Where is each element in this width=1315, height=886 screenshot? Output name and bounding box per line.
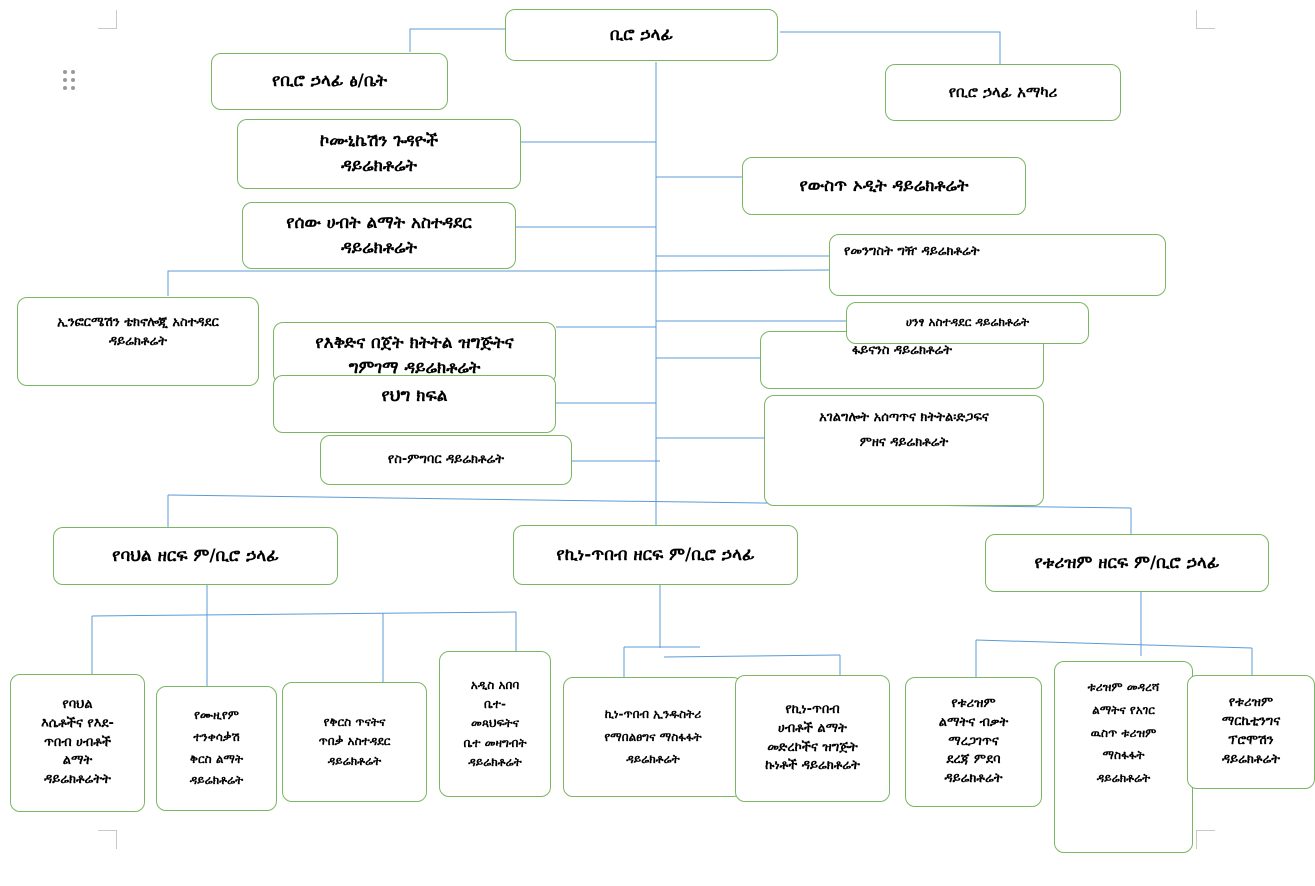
crop-mark-top-left [98,10,117,29]
inclusion-directorate-box[interactable]: የስ-ምግባር ዳይሬክቶሬት [320,435,572,485]
tourism-deputy-box[interactable]: የቱሪዝም ዘርፍ ም/ቢሮ ኃላፊ [985,534,1269,592]
box-text-line: የቢሮ ኃላፊ ፅ/ቤት [271,71,388,92]
box-text-line: ቢሮ ኃላፊ [609,24,674,45]
bureau-head-box[interactable]: ቢሮ ኃላፊ [505,9,778,61]
box-text-line: ዳይሬክቶሬት [109,333,167,349]
box-text-line: ዳይሬክቶሬት [327,753,382,768]
connector-ict [167,269,831,296]
advisor-box[interactable]: የቢሮ ኃላፊ አማካሪ [885,64,1121,121]
box-text-line: የኪነ-ጥበብ [785,701,840,717]
box-text-line: የቢሮ ኃላፊ አማካሪ [948,82,1058,101]
box-text-line: የእቅድና በጀት ክትትል ዝግጅትና [315,333,514,353]
connector-root-advisor [780,31,1001,65]
box-text-line: ሀንፃ አስተዳደር ዳይሬክቶሬት [905,315,1030,330]
culture-deputy-box[interactable]: የባህል ዘርፍ ም/ቢሮ ኃላፊ [53,527,338,585]
box-text-line: የቱሪዝም ዘርፍ ም/ቢሮ ኃላፊ [1034,552,1220,573]
connector-culture-bus [91,611,517,617]
service-quality-directorate-box[interactable]: አገልግሎት አሰጣጥና ክትትል፡ድጋፍና ምዘና ዳይሬክቶሬት [764,395,1044,506]
box-text-line: ዳይሬክቶሬትት [44,772,111,788]
box-text-line: ፕሮሞሽን [1228,733,1274,748]
box-text-line: ልማትና ብቃት [938,714,1009,730]
procurement-directorate-box[interactable]: የመንግስት ግዥ ዳይሬክቶሬት [829,234,1166,296]
crop-mark-bottom-left [98,830,117,849]
box-text-line: ጥበቃ አስተዳደር [318,734,391,749]
box-text-line: ዳይሬክቶሬት [1096,771,1151,786]
box-text-line: ልማትና የአገር [1092,702,1155,717]
box-text-line: ኪነ-ጥበብ ኢንዱስትሪ [604,706,702,721]
property-directorate-box[interactable]: ሀንፃ አስተዳደር ዳይሬክቶሬት [846,302,1089,344]
box-text-line: ዳይሬክቶሬት [341,156,417,176]
box-text-line: ኩነቶች ዳይሬክቶሬት [765,758,860,774]
office-of-head-box[interactable]: የቢሮ ኃላፊ ፅ/ቤት [211,53,448,110]
internal-audit-directorate-box[interactable]: የውስጥ ኦዲት ዳይሬክቶሬት [742,157,1026,215]
planning-directorate-box[interactable]: የእቅድና በጀት ክትትል ዝግጅትና ግምገማ ዳይሬክቶሬት [273,322,556,384]
box-text-line: የውስጥ ኦዲት ዳይሬክቶሬት [799,175,969,196]
ict-directorate-box[interactable]: ኢንፎርሜሽን ቴክኖሎጂ አስተዳደር ዳይሬክቶሬት [17,297,259,386]
legal-unit-box[interactable]: የህግ ክፍል [273,375,556,433]
communication-directorate-box[interactable]: ኮሙኒኬሽን ጉዳዮች ዳይሬክቶሬት [237,119,521,189]
box-text-line: ኢንፎርሜሽን ቴክኖሎጂ አስተዳደር [57,315,219,330]
box-text-line: ልማት [62,753,93,769]
box-text-line: የህግ ክፍል [381,386,448,406]
box-text-line: ፋይናንስ ዳይሬክቶሬት [851,343,953,358]
box-text-line: መድረኮችና ዝግጅት [767,739,858,755]
box-text-line: የማበልፀግና ማስፋፋት [604,729,702,744]
box-text-line: ዳይሬክቶሬት [1222,751,1280,767]
box-text-line: ዉስጥ ቱሪዝም [1090,725,1157,740]
tourism-development-directorate-box[interactable]: የቱሪዝም ልማትና ብቃት ማረጋገጥና ደረጃ ምደባ ዳይሬክቶሬት [905,677,1042,807]
heritage-directorate-box[interactable]: የቅርስ ጥናትና ጥበቃ አስተዳደር ዳይሬክቶሬት [282,682,427,802]
connector-tourism-bus [975,639,1253,649]
box-text-line: የቅርስ ጥናትና [323,715,386,730]
box-text-line: የኪነ-ጥበብ ዘርፍ ም/ቢሮ ኃላፊ [556,544,755,565]
tourism-destination-directorate-box[interactable]: ቱሪዝም መዳረሻ ልማትና የአገር ዉስጥ ቱሪዝም ማስፋፋት ዳይሬክቶሬት [1054,661,1193,853]
box-text-line: ኮሙኒኬሽን ጉዳዮች [319,131,439,152]
museum-directorate-box[interactable]: የሙዚየም ተንቀሳቃሽ ቅርስ ልማት ዳይሬክቶሬት [156,686,277,811]
tourism-marketing-directorate-box[interactable]: የቱሪዝም ማርኬቲንግና ፕሮሞሽን ዳይሬክቶሬት [1187,675,1315,789]
library-directorate-box[interactable]: አዲስ አበባ ቤተ- መጻህፍትና ቤተ መዛግብት ዳይሬክቶሬት [439,651,551,797]
box-text-line: ቤተ መዛግብት [463,735,527,750]
connector-root-office [409,28,505,52]
box-text-line: ጥበብ ሀብቶች [43,734,112,750]
crop-mark-bottom-right [1196,830,1215,849]
culture-values-directorate-box[interactable]: የባህል እሴቶችና የእደ- ጥበብ ሀብቶች ልማት ዳይሬክቶሬትት [10,674,145,812]
hr-directorate-box[interactable]: የሰው ሀብት ልማት አስተዳደር ዳይሬክቶሬት [242,202,516,269]
box-text-line: ምዘና ዳይሬክቶሬት [859,434,949,450]
box-text-line: እሴቶችና የእደ- [41,715,114,731]
box-text-line: ዳይሬክቶሬት [189,773,244,788]
box-text-line: ማርኬቲንግና [1221,714,1281,730]
box-text-line: ቤተ- [484,697,506,712]
arts-deputy-box[interactable]: የኪነ-ጥበብ ዘርፍ ም/ቢሮ ኃላፊ [513,525,798,585]
box-text-line: ዳይሬክቶሬት [341,237,417,258]
box-text-line: የባህል ዘርፍ ም/ቢሮ ኃላፊ [112,545,279,566]
box-text-line: ግምገማ ዳይሬክቶሬት [348,357,481,378]
box-text-line: ደረጃ ምደባ [946,752,1001,768]
box-text-line: የቱሪዝም [1228,695,1274,711]
box-text-line: ቱሪዝም መዳረሻ [1087,680,1160,694]
box-text-line: የሙዚየም [194,708,239,723]
crop-mark-top-right [1196,10,1215,29]
box-text-line: ዳይሬክቶሬት [468,754,522,769]
box-text-line: የቱሪዝም [951,695,996,711]
box-text-line: የመንግስት ግዥ ዳይሬክቶሬት [844,244,980,259]
box-text-line: መጻህፍትና [470,716,520,731]
box-text-line: አዲስ አበባ [470,678,520,693]
box-text-line: ቅርስ ልማት [189,751,244,766]
box-text-line: የሰው ሀብት ልማት አስተዳደር [286,212,472,233]
box-text-line: የባህል [62,696,93,712]
box-text-line: ማረጋገጥና [948,733,999,749]
box-text-line: ሀብቶች ልማት [778,720,847,736]
arts-industry-directorate-box[interactable]: ኪነ-ጥበብ ኢንዱስትሪ የማበልፀግና ማስፋፋት ዳይሬክቶሬት [563,677,743,797]
connector-arts-bus [624,646,841,658]
arts-resources-directorate-box[interactable]: የኪነ-ጥበብ ሀብቶች ልማት መድረኮችና ዝግጅት ኩነቶች ዳይሬክቶሬት [735,675,890,802]
box-text-line: ተንቀሳቃሽ [193,729,240,744]
box-text-line: አገልግሎት አሰጣጥና ክትትል፡ድጋፍና [819,410,989,425]
box-text-line: የስ-ምግባር ዳይሬክቶሬት [387,451,505,467]
box-text-line: ዳይሬክቶሬት [626,752,680,767]
drag-handle-icon[interactable] [63,70,77,90]
box-text-line: ማስፋፋት [1102,748,1145,763]
box-text-line: ዳይሬክቶሬት [944,771,1003,787]
